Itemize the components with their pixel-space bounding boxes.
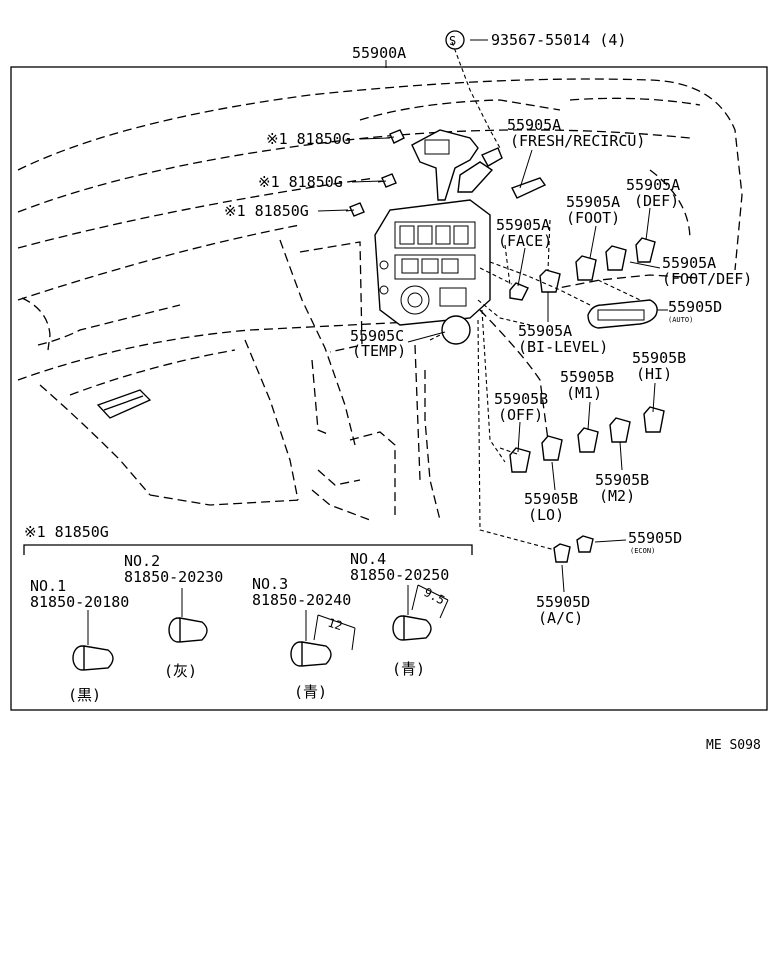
- diagram-code: ME S098: [706, 738, 761, 753]
- routing-lines: [429, 41, 641, 551]
- knob-def-part: 55905A: [626, 176, 680, 194]
- knob-fresh-icon: [511, 177, 547, 199]
- knob-auto-icon: [587, 299, 658, 329]
- control-panel-assembly: [374, 129, 503, 326]
- bulb-no2-part: 81850-20230: [124, 568, 223, 586]
- bulb-no2-color: (灰): [164, 662, 197, 680]
- bulb-no3-part: 81850-20240: [252, 591, 351, 609]
- bulb-section-bracket: [23, 544, 473, 555]
- screw-part-label: 93567-55014 (4): [491, 31, 626, 49]
- knob-lo-part: 55905B: [524, 490, 578, 508]
- knob-hi-desc: (HI): [636, 365, 672, 383]
- knob-m1-icon: [577, 427, 599, 453]
- bulb-ref-label-3: ※1 81850G: [224, 202, 309, 220]
- dimension-12: 12: [326, 615, 344, 633]
- bulb-no1-icon: [72, 610, 114, 671]
- bulb-no1-color: (黒): [68, 686, 101, 704]
- knob-ac-desc: (A/C): [538, 609, 583, 627]
- bulb-socket-icons: [345, 129, 405, 217]
- assembly-label: 55900A: [352, 44, 406, 62]
- knob-ac-part: 55905D: [536, 593, 590, 611]
- knob-m1-part: 55905B: [560, 368, 614, 386]
- knob-foot-part: 55905A: [566, 193, 620, 211]
- bulb-no3-icon: [290, 610, 356, 667]
- knob-temp-desc: (TEMP): [352, 342, 406, 360]
- bulb-ref-label-2: ※1 81850G: [258, 173, 343, 191]
- knob-auto-desc: (AUTO): [668, 316, 693, 324]
- leader-lines: [317, 39, 668, 593]
- knob-lo-desc: (LO): [528, 506, 564, 524]
- knob-m2-icon: [609, 417, 631, 443]
- labels: S 93567-55014 (4) 55900A ※1 81850G ※1 81…: [24, 31, 761, 753]
- screw-symbol-icon: [445, 30, 465, 50]
- bulb-no1-part: 81850-20180: [30, 593, 129, 611]
- bulb-no4-part: 81850-20250: [350, 566, 449, 584]
- knob-foot-desc: (FOOT): [566, 209, 620, 227]
- knob-lo-icon: [541, 435, 563, 461]
- knob-hi-icon: [643, 406, 665, 433]
- knob-face-icon: [509, 282, 529, 301]
- knob-face-desc: (FACE): [498, 232, 552, 250]
- knob-m2-desc: (M2): [599, 487, 635, 505]
- diagram-frame: [10, 66, 768, 711]
- knob-temp-part: 55905C: [350, 327, 404, 345]
- knob-footdef-part: 55905A: [662, 254, 716, 272]
- knob-temp-icon: [441, 315, 471, 345]
- bulb-no2-label: NO.2: [124, 552, 160, 570]
- bulb-no3-color: (青): [294, 683, 327, 701]
- bulb-no4-icon: [392, 584, 449, 641]
- knob-off-desc: (OFF): [498, 406, 543, 424]
- knob-off-icon: [509, 447, 531, 473]
- bulb-no4-label: NO.4: [350, 550, 386, 568]
- knob-m2-part: 55905B: [595, 471, 649, 489]
- knob-m1-desc: (M1): [566, 384, 602, 402]
- knob-auto-part: 55905D: [668, 298, 722, 316]
- knob-ac-icon: [553, 543, 571, 563]
- knob-foot-icon: [575, 255, 597, 281]
- bulb-no3-label: NO.3: [252, 575, 288, 593]
- dimension-95: 9.5: [421, 585, 447, 608]
- bulb-no2-icon: [168, 588, 208, 643]
- knob-off-part: 55905B: [494, 390, 548, 408]
- knob-face-part: 55905A: [496, 216, 550, 234]
- screw-symbol-letter: S: [449, 34, 456, 48]
- bulb-ref-label-1: ※1 81850G: [266, 130, 351, 148]
- knob-shapes: [441, 177, 665, 563]
- bulb-icons: [72, 584, 449, 671]
- knob-bilevel-icon: [539, 269, 561, 293]
- bulb-section-label: ※1 81850G: [24, 523, 109, 541]
- knob-econ-icon: [576, 535, 594, 553]
- knob-fresh-desc: (FRESH/RECIRCU): [510, 132, 645, 150]
- bulb-no1-label: NO.1: [30, 577, 66, 595]
- knob-footdef-icon: [605, 245, 627, 271]
- bulb-no4-color: (青): [392, 660, 425, 678]
- knob-bilevel-part: 55905A: [518, 322, 572, 340]
- knob-fresh-part: 55905A: [507, 116, 561, 134]
- knob-def-desc: (DEF): [634, 192, 679, 210]
- knob-def-icon: [635, 237, 656, 263]
- knob-hi-part: 55905B: [632, 349, 686, 367]
- knob-econ-part: 55905D: [628, 529, 682, 547]
- knob-footdef-desc: (FOOT/DEF): [662, 270, 752, 288]
- knob-econ-desc: (ECON): [630, 547, 655, 555]
- knob-bilevel-desc: (BI-LEVEL): [518, 338, 608, 356]
